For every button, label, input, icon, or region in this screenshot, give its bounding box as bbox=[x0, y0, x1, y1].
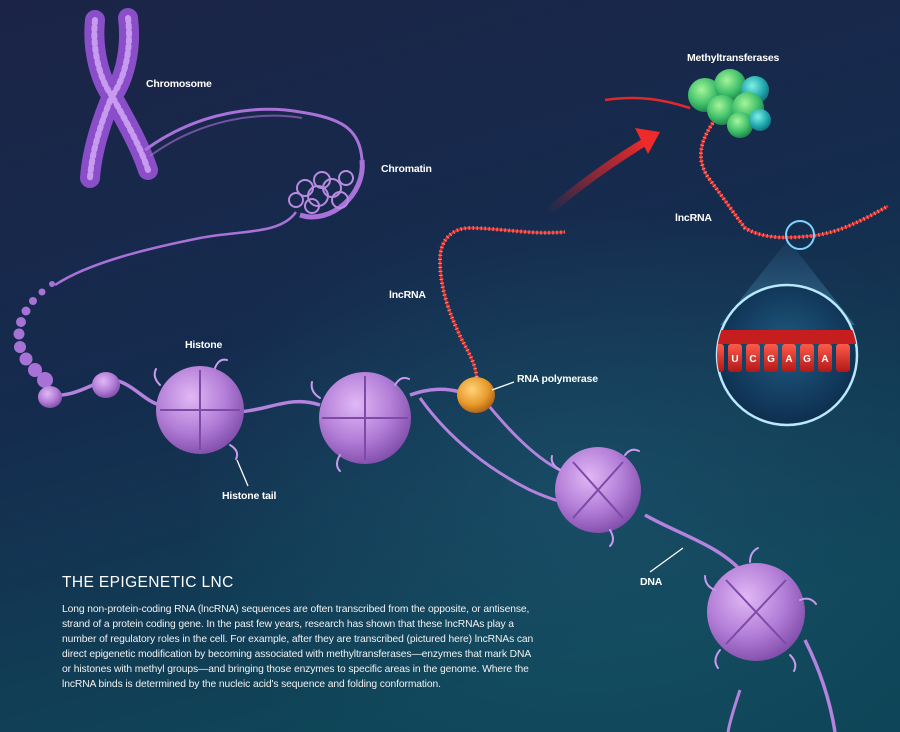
rna-polymerase-graphic bbox=[457, 377, 495, 413]
lncrna-strand-left bbox=[437, 225, 566, 394]
caption-block: THE EPIGENETIC LNC Long non-protein-codi… bbox=[62, 574, 542, 692]
histone-small-2 bbox=[92, 372, 120, 398]
sequence-letter: C bbox=[749, 354, 756, 365]
sequence-letter: U bbox=[731, 354, 738, 365]
caption-body: Long non-protein-coding RNA (lncRNA) seq… bbox=[62, 604, 534, 690]
label-chromatin: Chromatin bbox=[381, 163, 432, 175]
histone-octamers bbox=[38, 366, 805, 661]
label-chromosome: Chromosome bbox=[146, 78, 212, 90]
methyltransferase-complex bbox=[688, 69, 771, 138]
label-dna: DNA bbox=[640, 576, 663, 588]
lncrna-strand-right bbox=[604, 96, 889, 240]
histone-tails bbox=[153, 358, 817, 672]
label-leaders bbox=[236, 381, 684, 573]
nucleosome-beads bbox=[13, 281, 55, 388]
sequence-letter: G bbox=[767, 354, 775, 365]
histone-3 bbox=[555, 447, 641, 533]
label-histone-tail: Histone tail bbox=[222, 490, 277, 502]
chromatin-fiber bbox=[54, 107, 365, 287]
sequence-letter: G bbox=[803, 354, 811, 365]
sequence-letter: A bbox=[821, 354, 828, 365]
histone-4 bbox=[707, 563, 805, 661]
caption-title: THE EPIGENETIC LNC bbox=[62, 574, 234, 591]
transition-arrow bbox=[544, 128, 660, 216]
histone-small-1 bbox=[38, 386, 62, 408]
label-lncrna-right: lncRNA bbox=[675, 212, 712, 224]
label-methyltransferases: Methyltransferases bbox=[687, 52, 780, 64]
chromosome-graphic bbox=[80, 8, 158, 188]
sequence-magnifier bbox=[715, 220, 859, 427]
histone-2 bbox=[319, 372, 411, 464]
label-rna-polymerase: RNA polymerase bbox=[517, 373, 598, 385]
sequence-letter: A bbox=[785, 354, 792, 365]
label-lncrna-left: lncRNA bbox=[389, 289, 426, 301]
histone-1 bbox=[156, 366, 244, 454]
label-histone: Histone bbox=[185, 339, 223, 351]
